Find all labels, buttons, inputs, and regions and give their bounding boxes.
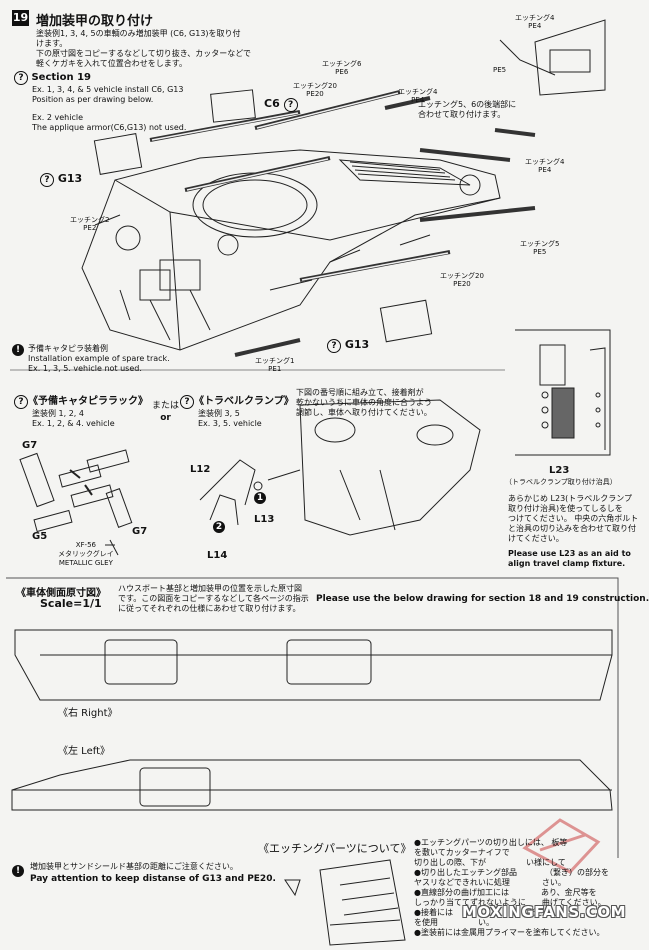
label-l12: L12: [190, 464, 211, 475]
distance-note-jp: 増加装甲とサンドシールド基部の距離にご注意ください。: [30, 862, 238, 871]
label-g13-bottom: ? G13: [327, 338, 369, 353]
section-19-block: ? Section 19 Ex. 1, 3, 4, & 5 vehicle in…: [14, 71, 186, 133]
question-icon: ?: [14, 395, 28, 409]
etching-title: 《エッチングパーツについて》: [258, 842, 412, 855]
step-marker-1: 1: [254, 492, 266, 504]
step-number-badge: 19: [12, 10, 29, 26]
clamp-note: 下図の番号順に組み立て、接着剤が 乾かないうちに車体の角度に合うよう 調節し、車…: [296, 388, 432, 417]
intro-text: 塗装例1, 3, 4, 5の車輌のみ増加装甲 (C6, G13)を取り付 けます…: [36, 29, 251, 69]
distance-note: ! 増加装甲とサンドシールド基部の距離にご注意ください。 Pay attenti…: [12, 862, 276, 884]
spare-track-en1: Installation example of spare track.: [28, 354, 170, 363]
etching-notes: ●エッチングパーツの切り出しには、 板等 を敷いてカッターナイフで 切り出しの際…: [414, 838, 609, 937]
spare-track-note: ! 予備キャタピラ装着例 Installation example of spa…: [12, 344, 170, 374]
intro-line: けます。: [36, 39, 68, 48]
label-g7-b: G7: [132, 526, 148, 537]
spare-track-en2: Ex. 1, 3, 5. vehicle not used.: [28, 364, 142, 373]
section-title: Section 19: [31, 72, 91, 83]
question-icon: ?: [40, 173, 54, 187]
scale-title: 《車体側面原寸図》: [16, 588, 106, 599]
label-l13: L13: [254, 514, 275, 525]
scale-note: ハウスボート基部と増加装甲の位置を示した原寸図 です。この図面をコピーするなどし…: [118, 584, 309, 613]
caution-icon: !: [12, 865, 24, 877]
rack-jp: 塗装例 1, 2, 4: [32, 409, 84, 418]
intro-line: 下の原寸図をコピーするなどして切り抜き、カッターなどで: [36, 49, 252, 58]
label-right-side: 《右 Right》: [58, 708, 118, 719]
clamp-jp: 塗装例 3, 5: [198, 409, 240, 418]
l23-note: あらかじめ L23(トラベルクランプ 取り付け治具)を使ってしるしを つけてくだ…: [508, 494, 639, 568]
label-l23: L23: [549, 465, 570, 476]
label-l14: L14: [207, 550, 228, 561]
right-side-profile: [14, 629, 613, 701]
question-icon: ?: [283, 98, 298, 112]
rack-title: 《予備キャタピララック》: [28, 396, 148, 407]
label-c6: C6 ?: [264, 97, 298, 112]
caution-icon: !: [12, 344, 24, 356]
rack-en: Ex. 1, 2, & 4. vehicle: [32, 419, 115, 428]
rack-block: ?《予備キャタピララック》 塗装例 1, 2, 4 Ex. 1, 2, & 4.…: [14, 392, 148, 429]
intro-line: 軽くケガキを入れて位置合わせをします。: [36, 59, 187, 68]
hull-top-outline: [81, 149, 501, 351]
watermark: MOXINGFANS.COM: [462, 903, 627, 921]
ex2-line: Ex. 2 vehicle: [32, 113, 83, 122]
intro-line: 塗装例1, 3, 4, 5の車輌のみ増加装甲 (C6, G13)を取り付: [36, 29, 241, 38]
left-side-profile: [11, 759, 613, 811]
section-line1: Ex. 1, 3, 4, & 5 vehicle install C6, G13: [32, 85, 184, 94]
label-g13-left: ? G13: [40, 172, 82, 187]
label-left-side: 《左 Left》: [58, 746, 110, 757]
step-title: 増加装甲の取り付け: [36, 14, 154, 29]
scale-note-en: Please use the below drawing for section…: [316, 594, 649, 604]
instruction-line-art: [6, 19, 619, 946]
distance-note-en: Pay attention to keep distanse of G13 an…: [30, 874, 276, 884]
label-g7-a: G7: [22, 440, 38, 451]
label-g5: G5: [32, 531, 48, 542]
pe56-note: エッチング5、6の後端部に合わせて取り付けます。: [418, 100, 517, 119]
question-icon: ?: [14, 71, 28, 85]
question-icon: ?: [327, 339, 341, 353]
label-pe5-corner: PE5: [493, 66, 507, 74]
clamp-en: Ex. 3, 5. vehicle: [198, 419, 262, 428]
scale-ratio: Scale=1/1: [40, 597, 102, 610]
clamp-title: 《トラベルクランプ》: [194, 396, 294, 407]
step-marker-2: 2: [213, 521, 225, 533]
spare-track-jp: 予備キャタピラ装着例: [28, 344, 108, 353]
clamp-block: ?《トラベルクランプ》 塗装例 3, 5 Ex. 3, 5. vehicle: [180, 392, 294, 429]
ex2-note: The applique armor(C6,G13) not used.: [32, 123, 187, 132]
question-icon: ?: [180, 395, 194, 409]
section-line2: Position as per drawing below.: [32, 95, 154, 104]
label-l23-sub: （トラベルクランプ取り付け治具）: [505, 478, 617, 486]
